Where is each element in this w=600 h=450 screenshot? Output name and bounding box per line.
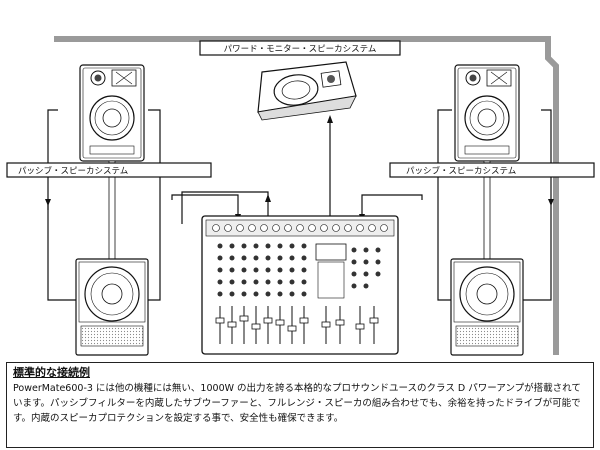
label-passive-left: パッシブ・スピーカシステム: [6, 162, 212, 178]
room-wall: [54, 36, 559, 355]
label-powered-monitor-text: パワード・モニター・スピーカシステム: [224, 45, 377, 55]
subwoofer-right: [450, 258, 524, 356]
caption-body: PowerMate600-3 には他の機種には無い、1000W の出力を誇る本格…: [13, 383, 581, 424]
powered-mixer: [201, 215, 399, 355]
passive-speaker-top-right: [454, 64, 520, 162]
passive-speaker-top-left: [79, 64, 145, 162]
label-passive-left-text: パッシブ・スピーカシステム: [18, 166, 128, 177]
caption-title: 標準的な接続例: [13, 366, 90, 379]
label-passive-right-text: パッシブ・スピーカシステム: [406, 166, 516, 177]
label-powered-monitor: パワード・モニター・スピーカシステム: [199, 40, 401, 56]
caption-box: 標準的な接続例 PowerMate600-3 には他の機種には無い、1000W …: [6, 362, 594, 448]
powered-monitor-speaker: [257, 61, 357, 121]
label-passive-right: パッシブ・スピーカシステム: [389, 162, 595, 178]
subwoofer-left: [75, 258, 149, 356]
